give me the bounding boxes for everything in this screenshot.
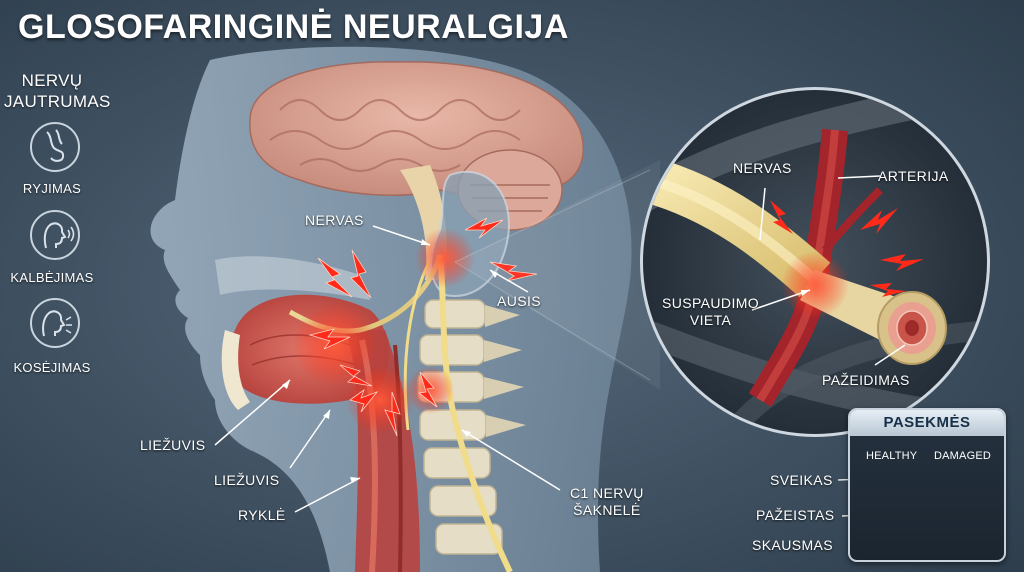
swallow-icon — [30, 122, 80, 172]
label-damage: PAŽEIDIMAS — [822, 372, 910, 388]
label-c1-line2: ŠAKNELĖ — [573, 502, 641, 518]
sensitivity-heading-line1: NERVŲ — [21, 71, 83, 90]
sensitivity-item-speaking: KALBĖJIMAS — [10, 270, 94, 285]
label-tongue-upper: LIEŽUVIS — [140, 437, 206, 453]
speaking-head-icon — [30, 210, 80, 260]
sensitivity-heading-line2: JAUTRUMAS — [4, 92, 111, 111]
consequences-col-damaged: DAMAGED — [934, 450, 992, 462]
label-artery: ARTERIJA — [878, 168, 949, 184]
consequences-row-pain: SKAUSMAS — [752, 537, 833, 553]
consequences-row-healthy: SVEIKAS — [770, 472, 833, 488]
label-nerve-zoom: NERVAS — [733, 160, 792, 176]
label-ear: AUSIS — [497, 293, 542, 309]
label-compression-site: SUSPAUDIMO VIETA — [662, 295, 759, 329]
label-pharynx: RYKLĖ — [238, 507, 286, 523]
label-c1-nerve-root: C1 NERVŲ ŠAKNELĖ — [570, 485, 644, 519]
cough-head-icon — [30, 298, 80, 348]
label-nerve-head: NERVAS — [305, 212, 364, 228]
sensitivity-item-swallowing: RYJIMAS — [22, 181, 82, 196]
sensitivity-item-coughing: KOSĖJIMAS — [13, 360, 91, 375]
label-compression-line1: SUSPAUDIMO — [662, 295, 760, 311]
page-title: GLOSOFARINGINĖ NEURALGIJA — [18, 8, 569, 46]
label-tongue-lower: LIEŽUVIS — [214, 472, 280, 488]
consequences-row-damaged: PAŽEISTAS — [756, 507, 835, 523]
sensitivity-heading: NERVŲ JAUTRUMAS — [4, 70, 111, 112]
label-compression-line2: VIETA — [689, 312, 732, 328]
consequences-panel: PASEKMĖS HEALTHY DAMAGED — [848, 408, 1006, 562]
consequences-col-healthy: HEALTHY — [866, 450, 918, 462]
consequences-heading: PASEKMĖS — [850, 410, 1004, 436]
label-c1-line1: C1 NERVŲ — [570, 485, 644, 501]
